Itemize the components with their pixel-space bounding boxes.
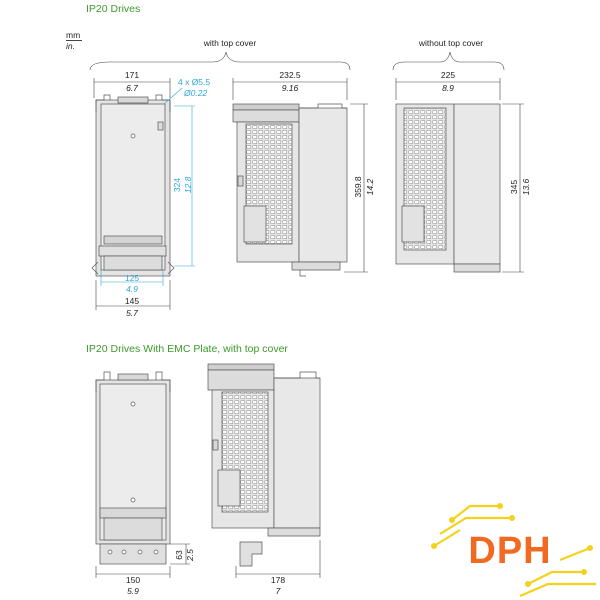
side-dim-lines	[232, 78, 368, 273]
dim-emc-plate-h-mm: 63	[174, 550, 184, 560]
dim-side-depth-in: 9.16	[281, 83, 299, 93]
dim-front-holes-w-mm: 125	[124, 273, 140, 283]
dim-holes-mm: 4 x Ø5.5	[178, 77, 211, 87]
dim-front-width-mm: 171	[124, 70, 140, 80]
nocover-dim-lines	[395, 78, 524, 273]
dim-front-holes-h-mm: 324	[172, 177, 182, 193]
dim-front-width-in: 6.7	[126, 83, 138, 93]
dim-side-depth-mm: 232.5	[279, 70, 301, 80]
dim-nocover-height-in: 13.6	[521, 178, 531, 196]
section2-header: IP20 Drives With EMC Plate, with top cov…	[86, 343, 288, 355]
dim-front-base-mm: 145	[124, 296, 140, 306]
dim-emc-width-mm: 150	[125, 575, 141, 585]
dim-side-height-mm: 359.8	[353, 176, 363, 198]
unit-in: in.	[66, 41, 75, 51]
front-dim-lines	[93, 78, 195, 310]
dim-emc-plate-h-in: 2.5	[185, 549, 195, 561]
dim-emc-depth-in: 7	[275, 586, 281, 596]
section1-header: IP20 Drives	[86, 3, 141, 15]
emc-side-dim-lines	[235, 540, 321, 578]
side-view-no-cover	[395, 103, 501, 273]
emc-front-dim-lines	[95, 543, 190, 578]
dim-nocover-height-mm: 345	[509, 179, 519, 195]
dph-logo: DPH	[431, 503, 596, 598]
unit-mm: mm	[66, 30, 81, 40]
dim-nocover-depth-in: 8.9	[442, 83, 454, 93]
dim-front-base-in: 5.7	[126, 308, 138, 318]
label-without-top-cover: without top cover	[418, 38, 484, 48]
side-view-drive	[232, 103, 348, 277]
front-view-drive	[91, 94, 175, 277]
brace-with-top-cover	[89, 51, 351, 71]
dim-front-holes-h-in: 12.8	[183, 176, 193, 194]
dim-emc-width-in: 5.9	[127, 586, 139, 596]
dim-front-holes-w-in: 4.9	[126, 284, 138, 294]
dim-holes-in: Ø0.22	[184, 88, 208, 98]
brace-without-top-cover	[392, 51, 505, 71]
emc-front-view	[95, 371, 171, 565]
logo-text: DPH	[468, 530, 551, 572]
dim-side-height-in: 14.2	[365, 178, 375, 196]
label-with-top-cover: with top cover	[203, 38, 257, 48]
dim-emc-depth-mm: 178	[270, 575, 286, 585]
dim-nocover-depth-mm: 225	[440, 70, 456, 80]
emc-side-view	[207, 363, 321, 567]
unit-divider	[66, 40, 82, 41]
